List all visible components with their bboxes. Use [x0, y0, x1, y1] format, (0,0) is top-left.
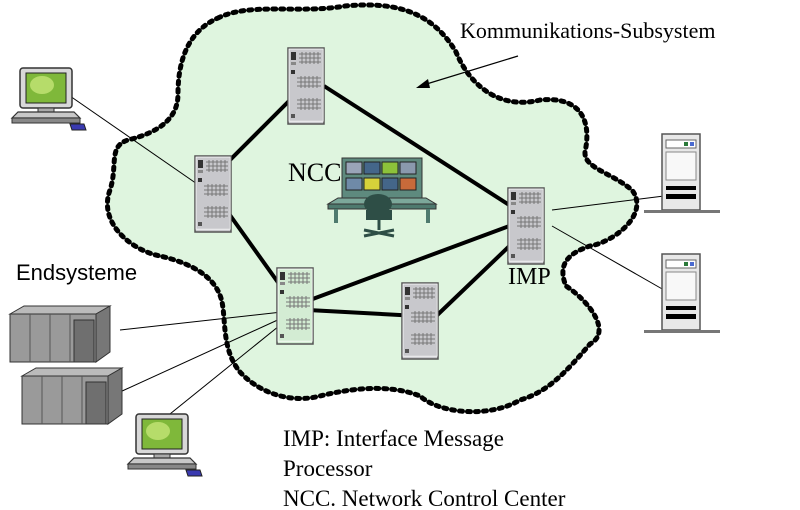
subsystem-label: Kommunikations-Subsystem [460, 18, 716, 43]
terminal-bottom [127, 413, 203, 477]
server-tower-top [643, 133, 721, 214]
imp-node-bottom [401, 282, 439, 360]
imp-node-left [194, 155, 232, 233]
endsystems-label: Endsysteme [16, 260, 138, 285]
legend-line-1: IMP: Interface Message [283, 426, 504, 451]
mainframe-1 [9, 305, 111, 363]
ncc-console-icon [326, 157, 438, 238]
imp-node-top [287, 47, 325, 125]
mainframe-2 [21, 367, 123, 425]
endsystem-links [69, 95, 665, 419]
imp-label: IMP [508, 264, 551, 290]
server-tower-bottom [643, 253, 721, 334]
legend-line-2: Processor [283, 456, 373, 481]
subsystem-pointer-arrow [419, 55, 519, 87]
legend-line-3: NCC. Network Control Center [283, 486, 566, 510]
ncc-label: NCC [288, 158, 342, 187]
imp-node-right [507, 187, 545, 265]
imp-node-highlighted [276, 267, 314, 345]
legend: IMP: Interface Message Processor NCC. Ne… [283, 424, 565, 510]
subsystem-arrowhead [416, 79, 430, 88]
